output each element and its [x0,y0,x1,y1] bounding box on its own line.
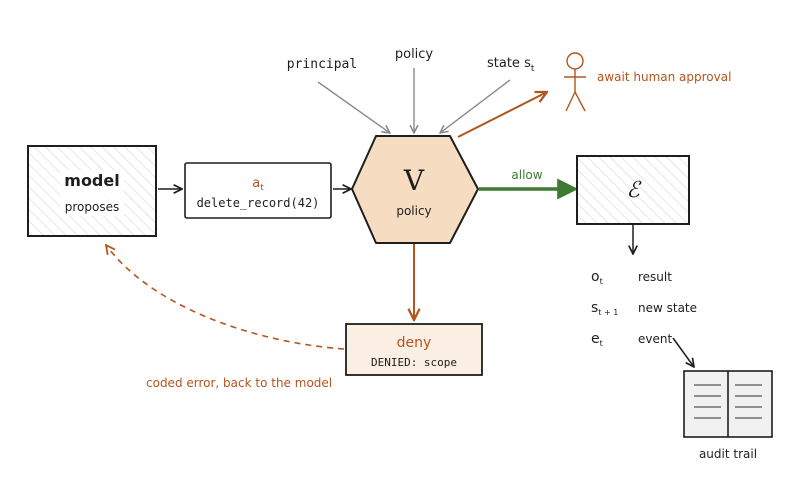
output-symbol: st + 1 [591,300,618,317]
state-label: state st [487,56,535,74]
validator-symbol: V [403,164,425,197]
validator-hexagon: V policy [351,135,479,244]
principal-label: principal [287,57,357,72]
human-figure-icon [564,52,586,112]
validator-label: policy [396,204,431,218]
output-symbol: et [591,331,603,348]
event-to-audit-arrow [672,337,694,367]
audit-label: audit trail [699,447,757,461]
deny-title: deny [397,335,432,351]
deny-message: DENIED: scope [371,356,457,369]
output-list: ot result st + 1 new state et event [591,269,697,348]
feedback-label: coded error, back to the model [146,376,332,390]
environment-symbol: ℰ [626,178,642,203]
approval-arrow [457,92,547,138]
model-subtitle: proposes [65,200,119,214]
environment-box: ℰ [576,155,690,225]
allow-label: allow [511,168,542,182]
principal-arrow [317,81,390,133]
output-symbol: ot [591,269,603,286]
output-label: event [638,332,672,346]
output-label: new state [638,301,697,315]
deny-box: deny DENIED: scope [345,323,483,376]
state-arrow [440,79,511,133]
action-call: delete_record(42) [197,196,320,210]
action-box: at delete_record(42) [184,162,332,219]
model-title: model [64,171,119,190]
action-symbol: at [252,176,264,193]
model-box: model proposes [27,145,157,237]
approval-label: await human approval [597,70,731,84]
audit-book-icon [683,370,773,438]
output-label: result [638,270,672,284]
policy-input-label: policy [395,47,434,62]
feedback-arrow [106,245,345,350]
